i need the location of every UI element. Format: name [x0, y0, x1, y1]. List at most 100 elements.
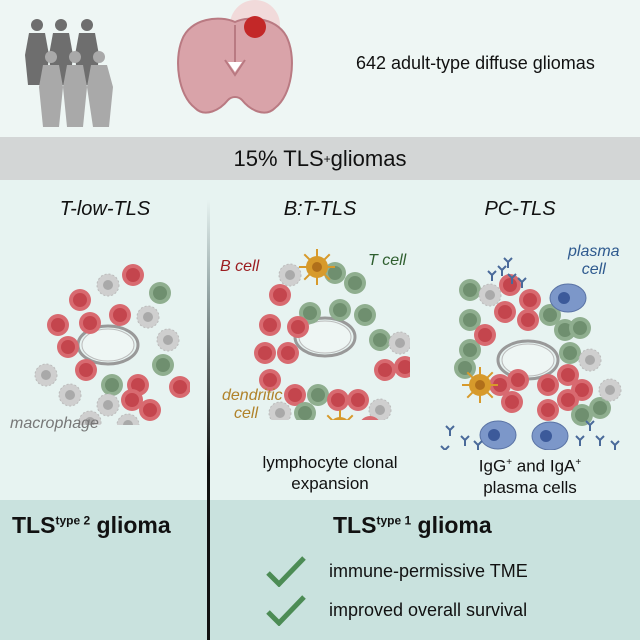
b-cell — [557, 364, 579, 386]
dendrite — [346, 414, 354, 420]
m-cell — [116, 413, 140, 425]
check-icon — [266, 556, 306, 587]
dendritic-cell — [462, 367, 498, 403]
b-cell — [47, 314, 69, 336]
dendritic-nucleus — [312, 262, 322, 272]
b-cell-nucleus — [73, 293, 87, 307]
b-cell — [361, 416, 379, 420]
t-cell — [344, 272, 366, 294]
m-cell — [78, 410, 102, 425]
t-cell-nucleus — [333, 303, 347, 317]
m-cell-nucleus — [395, 338, 405, 348]
antibody — [460, 435, 470, 446]
outcome-item: improved overall survival — [265, 594, 527, 626]
t-cell-nucleus — [593, 401, 607, 415]
m-cell-nucleus — [605, 385, 615, 395]
b-cell-nucleus — [131, 378, 145, 392]
t-cell — [459, 339, 481, 361]
panel-title-t-low-tls: T-low-TLS — [59, 198, 151, 220]
b-cell-nucleus — [331, 393, 345, 407]
m-cell — [478, 283, 502, 307]
bt-tls-cluster — [254, 249, 410, 420]
t-cell-nucleus — [463, 313, 477, 327]
b-cell-nucleus — [288, 388, 302, 402]
t-cell-nucleus — [463, 343, 477, 357]
m-cell — [96, 393, 120, 417]
antibody — [575, 435, 585, 446]
b-cell-nucleus — [575, 383, 589, 397]
caption-line-1: lymphocyte clonal — [262, 453, 398, 472]
type-sup: type 1 — [376, 513, 412, 528]
t-cell-nucleus — [573, 321, 587, 335]
macrophage-label: macrophage — [10, 415, 99, 432]
m-cell-nucleus — [375, 405, 385, 415]
m-cell-nucleus — [103, 280, 113, 290]
t-cell-nucleus — [358, 308, 372, 322]
b-cell-nucleus — [113, 308, 127, 322]
b-cell-nucleus — [351, 393, 365, 407]
brain-tumor-icon — [177, 0, 293, 114]
dendritic-cell — [326, 410, 354, 420]
tls-prevalence-banner: 15% TLS+ gliomas — [0, 137, 640, 180]
t-cell — [459, 309, 481, 331]
m-cell — [388, 331, 410, 355]
iga-sup: + — [575, 457, 582, 468]
t-cell-label: T cell — [368, 252, 407, 269]
b-cell-nucleus — [478, 328, 492, 342]
plasma-cell-nucleus — [488, 429, 500, 441]
t-cell — [307, 384, 329, 406]
b-cell — [499, 274, 521, 296]
t-cell-nucleus — [156, 358, 170, 372]
b-cell — [537, 399, 559, 421]
tls-type2-label: TLStype 2 glioma — [12, 512, 171, 539]
antibody — [610, 440, 620, 450]
t-cell — [459, 279, 481, 301]
antibody — [473, 440, 483, 450]
b-cell-nucleus — [291, 320, 305, 334]
t-cell-nucleus — [463, 283, 477, 297]
b-cell-nucleus — [541, 403, 555, 417]
t-cell-nucleus — [298, 406, 312, 420]
b-cell — [121, 389, 143, 411]
b-cell — [69, 289, 91, 311]
t-cell-nucleus — [348, 276, 362, 290]
m-cell-nucleus — [485, 290, 495, 300]
antibody — [487, 270, 497, 281]
b-cell — [501, 391, 523, 413]
b-cell-nucleus — [511, 373, 525, 387]
divider-line — [207, 200, 210, 640]
antibody — [445, 425, 455, 436]
banner-suffix: gliomas — [330, 145, 407, 171]
b-cell — [287, 316, 309, 338]
b-cell — [57, 336, 79, 358]
m-cell — [598, 378, 622, 402]
b-cell — [507, 369, 529, 391]
b-cell-nucleus — [173, 380, 187, 394]
dendritic-cell-word: cell — [234, 405, 259, 422]
dendritic-word: dendritic — [222, 387, 283, 404]
b-cell-nucleus — [281, 346, 295, 360]
vessel-lumen — [81, 328, 135, 362]
pc-tls-caption: IgG+ and IgA+plasma cells — [430, 452, 630, 498]
t-cell — [369, 329, 391, 351]
m-cell-nucleus — [275, 408, 285, 418]
m-cell — [368, 398, 392, 420]
b-cell — [557, 389, 579, 411]
t-cell — [454, 357, 476, 379]
outcomes-section — [0, 500, 640, 640]
m-cell — [578, 348, 602, 372]
m-cell-nucleus — [585, 355, 595, 365]
t-cell — [329, 299, 351, 321]
glioma-text: glioma — [411, 512, 492, 538]
b-cell-label: B cell — [220, 258, 260, 275]
m-cell — [268, 401, 292, 420]
plasma-word: plasma — [568, 243, 620, 260]
b-cell — [284, 384, 306, 406]
t-cell-nucleus — [563, 346, 577, 360]
b-cell-nucleus — [523, 293, 537, 307]
t-cell — [559, 342, 581, 364]
m-cell-body — [116, 413, 140, 425]
m-cell — [156, 328, 180, 352]
outcome-text: immune-permissive TME — [329, 560, 528, 581]
t-cell — [149, 282, 171, 304]
